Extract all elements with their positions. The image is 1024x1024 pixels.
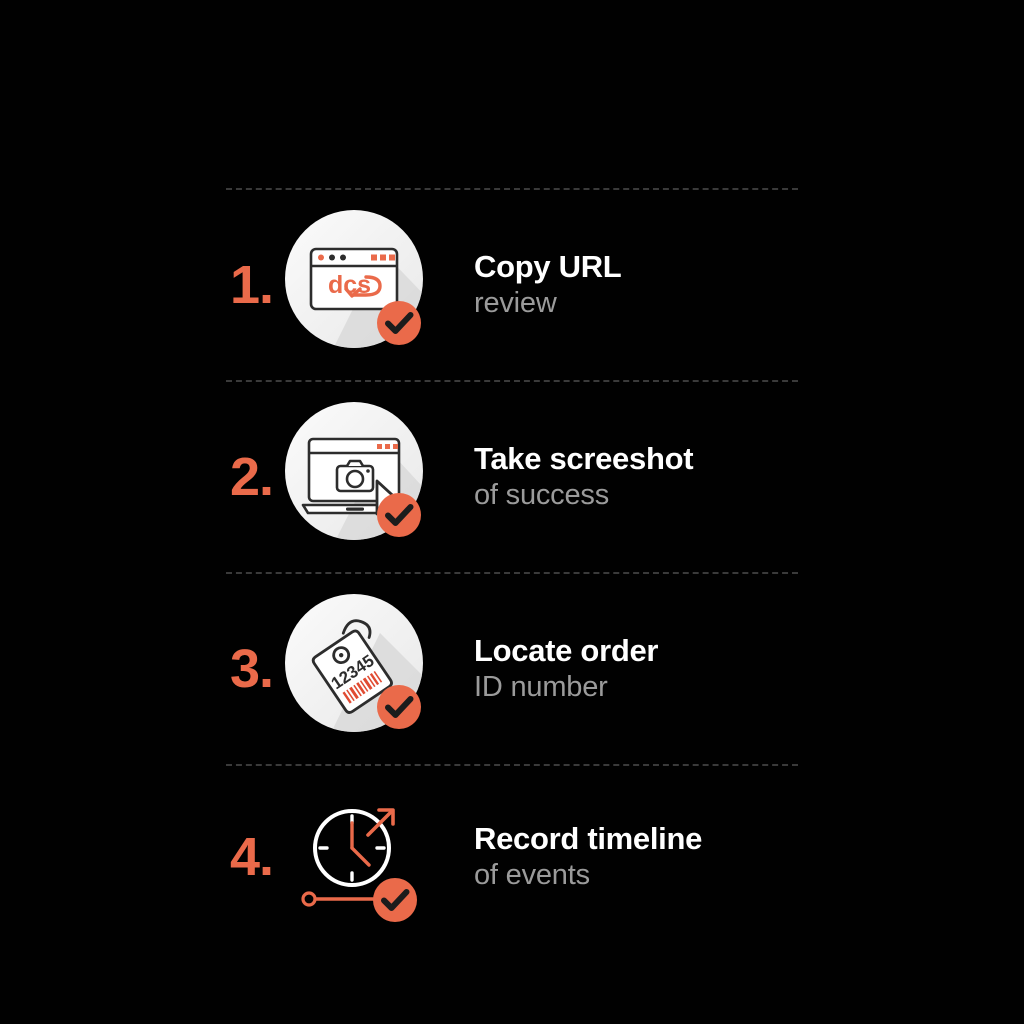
- step-title-3: Locate order: [474, 633, 659, 669]
- divider-2: [226, 572, 798, 574]
- step-icon-3: 12345: [284, 593, 432, 745]
- check-badge-2: [377, 493, 421, 537]
- step-item-2[interactable]: 2.: [226, 382, 800, 572]
- step-text-2: Take screeshot of success: [432, 441, 800, 512]
- check-badge-3: [377, 685, 421, 729]
- clock-timeline-arrow-icon: [301, 808, 417, 922]
- step-title-4: Record timeline: [474, 821, 703, 857]
- step-subtitle-2: of success: [474, 478, 609, 511]
- clock-face-icon: [313, 809, 391, 887]
- step-icon-1: dcs: [284, 209, 432, 361]
- step-icon-2: [284, 401, 432, 553]
- barcode-icon: [342, 670, 383, 704]
- step-text-3: Locate order ID number: [432, 633, 800, 704]
- browser-window-link-icon: dcs: [285, 210, 423, 348]
- step-item-4[interactable]: 4.: [226, 766, 800, 948]
- step-text-4: Record timeline of events: [432, 821, 800, 892]
- growth-arrow-icon: [366, 808, 395, 837]
- check-badge-1: [377, 301, 421, 345]
- step-number-1: 1.: [230, 255, 274, 315]
- step-title-2: Take screeshot: [474, 441, 694, 477]
- step-item-3[interactable]: 3.: [226, 574, 800, 764]
- check-badge-4: [373, 878, 417, 922]
- divider-1: [226, 380, 798, 382]
- step-title-1: Copy URL: [474, 249, 622, 285]
- step-subtitle-1: review: [474, 286, 557, 319]
- step-item-1[interactable]: 1.: [226, 190, 800, 380]
- steps-list: 1.: [226, 188, 800, 948]
- step-icon-4: [284, 781, 432, 933]
- step-number-2: 2.: [230, 447, 274, 507]
- divider-top: [226, 188, 798, 190]
- step-number-4: 4.: [230, 827, 274, 887]
- laptop-camera-cursor-icon: [285, 402, 423, 540]
- divider-3: [226, 764, 798, 766]
- step-number-3: 3.: [230, 639, 274, 699]
- step-subtitle-3: ID number: [474, 670, 608, 703]
- price-tag-barcode-icon: 12345: [285, 594, 423, 732]
- step-subtitle-4: of events: [474, 858, 590, 891]
- step-text-1: Copy URL review: [432, 249, 800, 320]
